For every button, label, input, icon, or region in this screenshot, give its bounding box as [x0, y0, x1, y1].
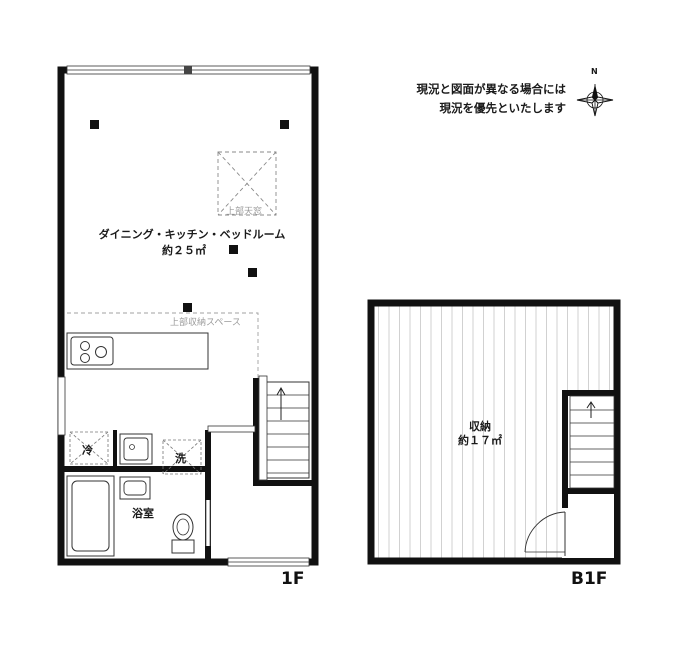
column	[280, 120, 289, 129]
notice-line-2: 現況を優先といたします	[439, 101, 567, 115]
washer-label: 洗	[175, 452, 186, 465]
column	[248, 268, 257, 277]
notice-text: 現況と図面が異なる場合には 現況を優先といたします	[372, 80, 567, 118]
storage-room-label: 収納 約１７㎡	[430, 420, 530, 448]
main-room-name: ダイニング・キッチン・ベッドルーム	[98, 228, 286, 241]
floor-1f-label: 1F	[281, 569, 305, 589]
skylight-outline	[217, 151, 277, 216]
f1-left-window	[57, 376, 66, 436]
column	[90, 120, 99, 129]
washbasin	[119, 476, 151, 500]
floor-b1f-label: B1F	[571, 569, 608, 589]
floor-b1f	[367, 299, 621, 565]
f1-interior-walls	[61, 378, 315, 560]
storage-room-area: 約１７㎡	[458, 434, 502, 447]
fridge-label: 冷	[82, 444, 93, 457]
compass-rose-icon	[576, 84, 614, 117]
b1f-staircase	[569, 395, 615, 489]
b1f-outer-walls	[367, 299, 621, 565]
stove-burners	[70, 336, 114, 366]
washer-space	[162, 439, 202, 475]
main-room-label: ダイニング・キッチン・ベッドルーム 約２５㎡	[72, 226, 312, 258]
bath-label: 浴室	[132, 507, 154, 520]
kitchen-sink	[119, 433, 153, 465]
storage-room-name: 収納	[469, 420, 491, 433]
main-room-area: 約２５㎡	[162, 244, 206, 257]
notice-line-1: 現況と図面が異なる場合には	[416, 82, 567, 96]
toilet	[171, 513, 195, 554]
compass-north-label: N	[591, 67, 598, 76]
fridge-space	[69, 431, 109, 465]
b1f-door	[524, 508, 568, 558]
upper-storage-outline	[67, 312, 259, 380]
upper-storage-label: 上部収納スペース	[170, 318, 241, 328]
f1-staircase	[258, 375, 310, 481]
skylight-label: 上部天窓	[226, 207, 263, 217]
bathtub	[66, 475, 115, 557]
floor-1f	[57, 65, 319, 567]
column	[183, 303, 192, 312]
column	[229, 245, 238, 254]
